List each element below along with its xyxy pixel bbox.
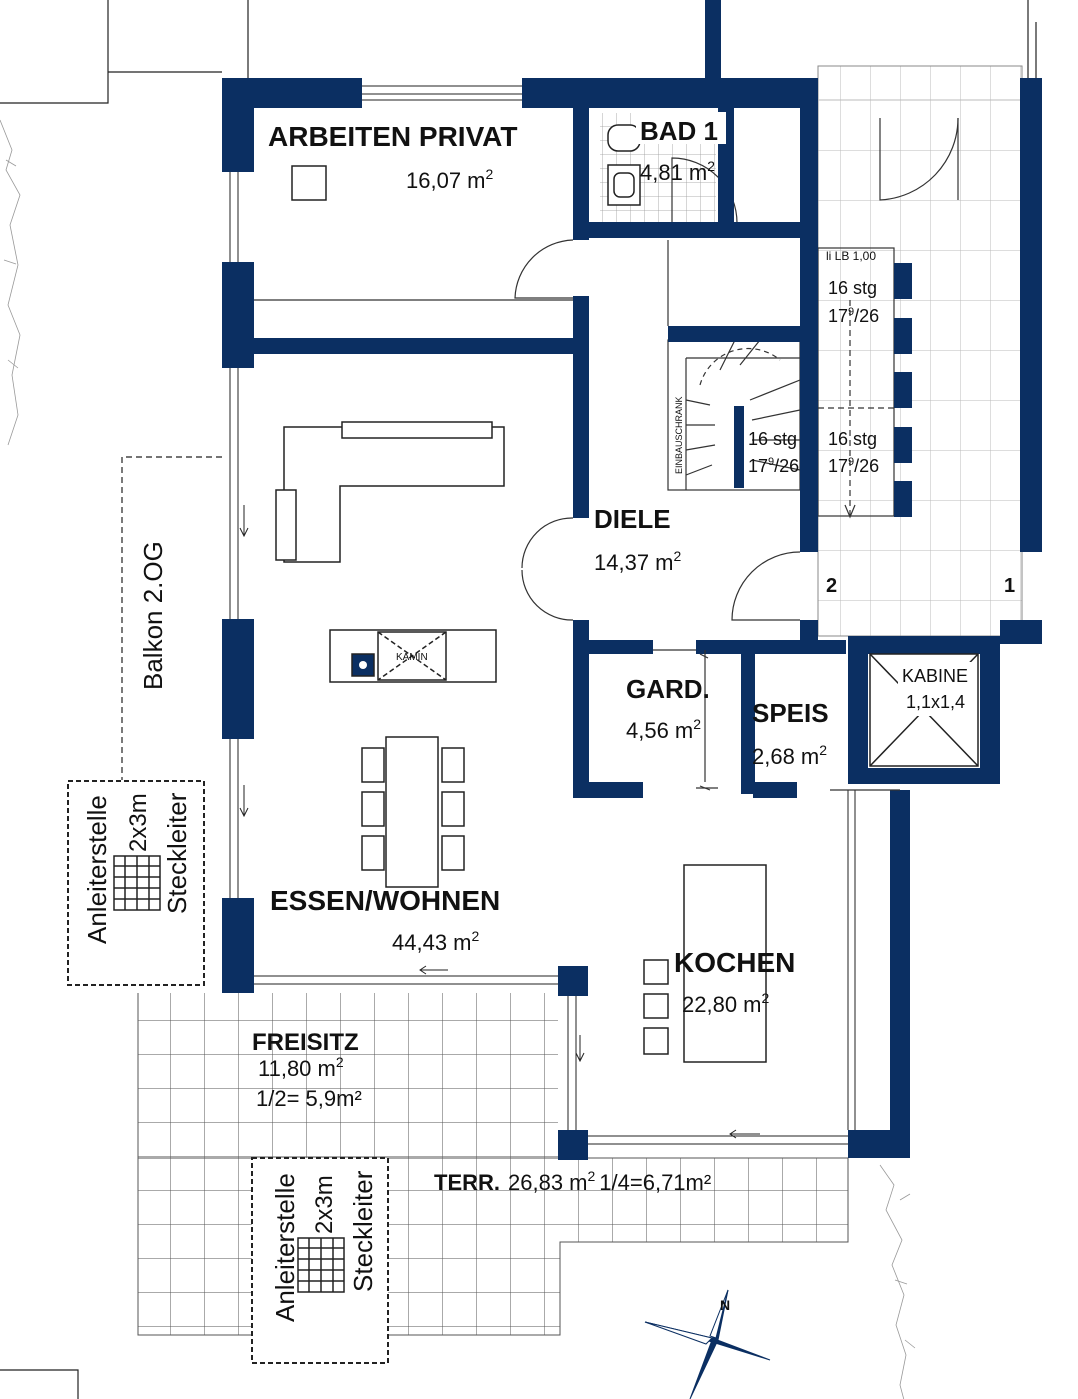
toilet-icon [607,124,641,206]
doors [254,239,900,791]
room-name-kochen: KOCHEN [674,947,795,978]
svg-text:N: N [720,1297,730,1313]
room-name-freisitz: FREISITZ [252,1029,359,1056]
internal-stair-rise: 179/26 [748,456,799,476]
walls [222,0,1042,1160]
room-area-essen: 44,43 m2 [392,928,480,955]
room-area-gard: 4,56 m2 [626,716,701,743]
stair-treads [894,263,912,517]
ladder-icon [113,855,161,911]
room-area-diele: 14,37 m2 [594,548,682,575]
stair-marker-2: 2 [826,575,837,597]
dining-table [361,736,465,888]
room-name-arbeiten: ARBEITEN PRIVAT [268,121,517,152]
sofa [275,421,505,563]
room-area-arbeiten: 16,07 m2 [406,166,494,193]
terrain-hatch-left [0,119,21,446]
bath-door-swing [671,157,738,224]
ladder-spot-1 [67,780,205,986]
neighbour-outline [0,0,249,1399]
kamin-label: KAMIN [396,652,428,663]
room-area-freisitz: 11,80 m2 [258,1054,344,1081]
ladder-icon-2 [297,1237,345,1293]
terrain-hatch-right [879,1164,916,1399]
staircase-core [817,65,1023,637]
freisitz-tiles [138,993,558,1158]
office-desk [291,165,327,201]
size-label-2: 2x3m [311,1175,338,1234]
room-name-speis: SPEIS [752,698,829,728]
room-name-diele: DIELE [594,504,671,534]
stair-marker-1: 1 [1004,575,1015,597]
room-area-bad: 4,81 m2 [640,158,715,185]
steckleiter-label-1: Steckleiter [162,792,192,914]
stair-rise-lower: 179/26 [828,456,879,476]
room-area-kochen: 22,80 m2 [682,990,770,1017]
stair-steps-lower: 16 stg [828,429,877,449]
room-name-gard: GARD. [626,674,710,704]
room-name-essen: ESSEN/WOHNEN [270,885,500,916]
windows [229,0,1037,1145]
room-half-freisitz: 1/2= 5,9m² [256,1086,362,1111]
fireplace-icon [329,629,497,683]
anleiterstelle-label-2: Anleiterstelle [270,1173,300,1322]
room-area-speis: 2,68 m2 [752,742,827,769]
stair-steps-upper: 16 stg [828,278,877,298]
room-name-bad: BAD 1 [640,116,718,146]
einbauschrank-label: EINBAUSCHRANK [674,396,684,474]
entrance-door-swing [879,117,959,201]
steckleiter-label-2: Steckleiter [348,1170,378,1292]
balkon-label: Balkon 2.OG [138,541,168,690]
kitchen-island [643,864,767,1063]
internal-stair-steps: 16 stg [748,429,797,449]
stair-rise-upper: 179/26 [828,306,879,326]
anleiterstelle-label-1: Anleiterstelle [82,795,112,944]
size-label-1: 2x3m [125,793,152,852]
north-arrow-icon: N [644,1289,771,1399]
sliding-arrows [239,505,760,1139]
balkon-outline [121,456,222,780]
room-name-kabine: KABINE [902,666,968,686]
li-lb-label: li LB 1,00 [826,249,876,263]
room-size-kabine: 1,1x1,4 [906,692,965,712]
